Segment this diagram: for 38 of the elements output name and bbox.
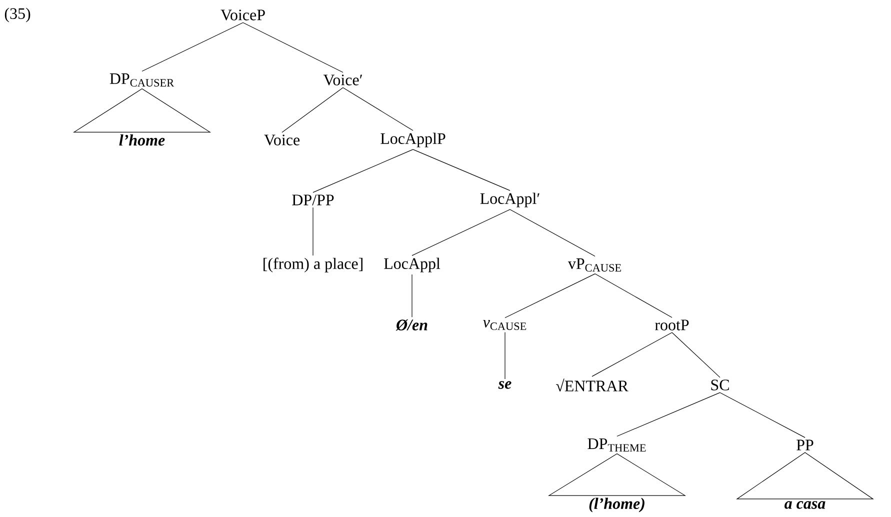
branch-line xyxy=(312,149,414,193)
leaf-word: Ø/en xyxy=(396,319,428,331)
tree-label: Voice′ xyxy=(323,74,362,86)
tree-label: [(from) a place] xyxy=(264,258,362,272)
branch-line xyxy=(592,332,672,377)
tree-label: DP/PP xyxy=(292,194,334,206)
tree-label: LocAppl xyxy=(384,258,440,272)
tree-label: rootP xyxy=(654,320,689,330)
leaf-word: se xyxy=(498,381,512,389)
branch-line xyxy=(412,209,510,256)
leaf-word: l’home xyxy=(119,134,165,146)
branch-line xyxy=(616,392,720,437)
tree-label: DP$_{CAUSER}$ xyxy=(110,73,174,87)
tree-label: SC xyxy=(711,380,729,390)
branch-line xyxy=(594,274,672,318)
tree-label: VoiceP xyxy=(220,10,265,20)
tree-label: LocApplP xyxy=(380,132,446,148)
branch-line xyxy=(142,22,244,72)
tree-label: √ENTRAR xyxy=(556,378,628,392)
tree-label: v$_{CAUSE}$ xyxy=(483,320,526,330)
branch-line xyxy=(504,274,596,318)
branch-line xyxy=(242,22,344,73)
branch-line xyxy=(282,87,344,133)
tree-label: LocAppl′ xyxy=(480,192,540,208)
example-number: (35) xyxy=(4,8,30,22)
branch-line xyxy=(312,207,314,256)
branch-line xyxy=(510,209,596,257)
leaf-word: (l’home) xyxy=(589,498,644,512)
branch-line xyxy=(342,87,414,131)
branch-line xyxy=(504,332,506,380)
branch-line xyxy=(412,149,510,191)
tree-label: Voice xyxy=(264,134,300,146)
tree-label: vP$_{CAUSE}$ xyxy=(568,258,621,272)
branch-line xyxy=(720,392,806,438)
branch-line xyxy=(672,332,720,378)
leaf-word: a casa xyxy=(784,501,826,509)
tree-label: PP xyxy=(796,440,814,450)
tree-label: DP$_{THEME}$ xyxy=(588,438,646,452)
